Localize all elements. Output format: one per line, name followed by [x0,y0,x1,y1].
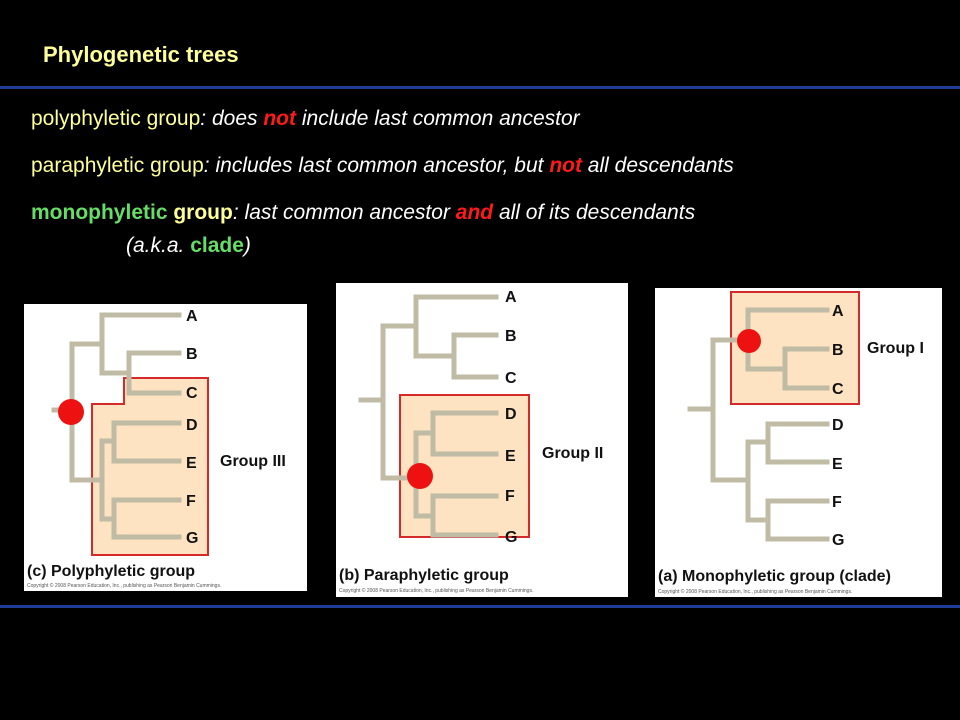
taxon-label-g: G [186,530,198,547]
tree-branches [358,294,499,538]
taxon-label-f: F [186,493,196,510]
taxon-label-d: D [186,417,198,434]
taxon-label-e: E [505,448,516,465]
definition-text: last common ancestor [238,201,456,224]
emphasis-and: and [455,201,494,224]
top-divider [0,86,960,89]
term-group: group [150,154,204,177]
aka-prefix: (a.k.a. [126,234,191,257]
polyphyletic-tree-panel: A B C D E F G Group III (c) Polyphyletic… [24,304,307,591]
taxon-label-e: E [186,455,197,472]
bottom-divider [0,605,960,608]
term-paraphyletic: paraphyletic [31,154,145,177]
taxon-label-a: A [505,289,517,306]
polyphyletic-tree-diagram: A B C D E F G Group III (c) Polyphyletic… [27,308,286,589]
term-group: group [146,107,201,130]
taxon-label-a: A [186,308,198,325]
taxon-label-b: B [186,346,198,363]
taxon-label-c: C [186,385,198,402]
copyright-text: Copyright © 2008 Pearson Education, Inc.… [339,587,533,594]
slide-title: Phylogenetic trees [43,42,239,67]
aka-suffix: ) [243,234,251,257]
copyright-text: Copyright © 2008 Pearson Education, Inc.… [658,588,852,595]
panel-caption: (b) Paraphyletic group [339,567,509,584]
taxon-label-a: A [832,303,844,320]
taxon-label-f: F [832,494,842,511]
taxon-label-b: B [505,328,517,345]
taxon-label-d: D [505,406,517,423]
taxon-label-c: C [505,370,517,387]
emphasis-not: not [263,107,297,130]
tree-branches [687,307,830,542]
group-label: Group I [867,340,924,357]
colon: : [203,154,210,177]
colon: : [232,201,239,224]
panel-caption: (a) Monophyletic group (clade) [658,568,891,585]
paraphyletic-tree-panel: A B C D E F G Group II (b) Paraphyletic … [336,283,628,597]
taxon-label-c: C [832,381,844,398]
monophyletic-tree-diagram: A B C D E F G Group I (a) Monophyletic g… [658,291,924,595]
colon: : [200,107,207,130]
definition-text: all of its descendants [493,201,696,224]
taxon-label-b: B [832,342,844,359]
monophyletic-tree-panel: A B C D E F G Group I (a) Monophyletic g… [655,288,942,597]
taxon-label-g: G [505,529,517,546]
definition-text: all descendants [581,154,734,177]
panel-caption: (c) Polyphyletic group [27,563,195,580]
term-polyphyletic: polyphyletic [31,107,141,130]
copyright-text: Copyright © 2008 Pearson Education, Inc.… [27,582,221,589]
taxon-label-f: F [505,488,515,505]
group-label: Group II [542,445,603,462]
term-monophyletic: monophyletic [31,201,168,224]
ancestor-node-dot [407,463,433,489]
taxon-label-d: D [832,417,844,434]
definition-monophyletic: monophyletic group: last common ancestor… [31,201,695,225]
ancestor-node-dot [737,329,761,353]
definition-text: include last common ancestor [296,107,580,130]
definition-polyphyletic: polyphyletic group: does not include las… [31,107,580,131]
term-clade: clade [190,234,244,257]
definition-text: includes last common ancestor, but [209,154,550,177]
ancestor-node-dot [58,399,84,425]
paraphyletic-tree-diagram: A B C D E F G Group II (b) Paraphyletic … [339,289,603,594]
emphasis-not: not [549,154,582,177]
group-label: Group III [220,453,286,470]
definition-paraphyletic: paraphyletic group: includes last common… [31,154,734,178]
term-group: group [173,201,233,224]
taxon-label-g: G [832,532,844,549]
definition-clade-aka: (a.k.a. clade) [126,234,251,258]
definition-text: does [206,107,264,130]
taxon-label-e: E [832,456,843,473]
